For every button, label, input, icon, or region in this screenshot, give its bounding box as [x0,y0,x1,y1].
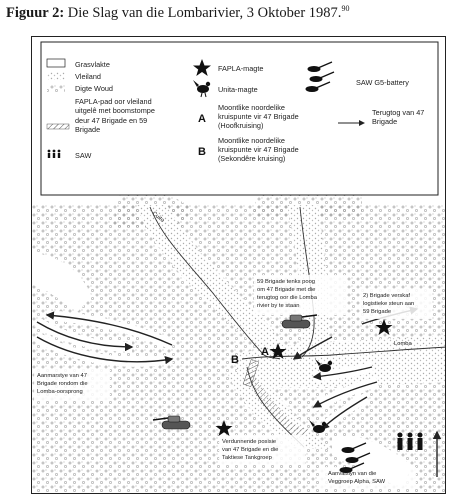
svg-text:59 Brigade tenks poog: 59 Brigade tenks poog [257,279,315,285]
saw-soldiers-icon [47,149,61,158]
label-point-b: B [231,354,239,366]
fapla-star-near-a [269,343,287,359]
label-point-a: A [261,346,269,358]
legend-box [40,41,439,196]
dense-forest-swatch [47,84,65,92]
svg-text:Veggroep Alpha, SAW: Veggroep Alpha, SAW [328,479,386,485]
legend-fapla-forces: FAPLA-magte [218,64,263,73]
svg-text:59 Brigade: 59 Brigade [363,309,391,315]
svg-text:Verdunnende posisie: Verdunnende posisie [222,439,276,445]
legend-crossing-b-2: kruispunte vir 47 Brigade [218,145,299,154]
caption-label: Figuur 2: [6,4,65,21]
svg-text:om 47 Brigade met die: om 47 Brigade met die [257,287,315,293]
note-sadf-attack-line: Aanvalslyn van die Veggroep Alpha, SAW [320,467,416,489]
caption-footnote: 90 [341,4,350,13]
fapla-path-swatch [46,123,70,130]
figure-caption: Figuur 2: Die Slag van die Lombarivier, … [6,4,450,22]
legend-dense-forest: Digte Woud [75,84,113,93]
legend-retreat-1: Terugtog van 47 [372,108,424,117]
svg-text:van 47 Brigade en die: van 47 Brigade en die [222,447,278,453]
fapla-star-east [375,319,393,335]
legend-crossing-a-3: (Hoofkruising) [218,121,263,130]
unita-rooster-icon [193,80,211,98]
floodplain-swatch [47,72,65,80]
legend-crossing-b-1: Moontlike noordelike [218,136,285,145]
legend-crossing-b-letter: B [198,146,206,158]
unita-rooster-map-2 [309,420,327,433]
legend-floodplain: Vleiland [75,72,101,81]
battle-map: Grasvlakte Vleiland Digte Woud FAPLA-pad… [31,36,446,494]
legend-grassland: Grasvlakte [75,60,110,69]
note-47-attack: Aanmarstye van 47 Brigade rondom die Lom… [34,369,110,401]
lomba-river [241,346,445,360]
svg-text:Lomba-oorsprong: Lomba-oorsprong [37,389,83,395]
cuito-river [149,206,281,360]
note-final-position: Verdunnende posisie van 47 Brigade en di… [219,435,305,465]
note-59-brigade: 59 Brigade tenks poog om 47 Brigade met … [254,275,346,315]
legend-crossing-b-3: (Sekondêre kruising) [218,154,285,163]
legend-fapla-path-4: Brigade [75,125,100,134]
label-lomba: Lomba [394,341,413,347]
svg-text:logistieke steun aan: logistieke steun aan [363,301,414,307]
g5-battery-map-icon [339,442,371,473]
svg-text:Taktiese Tankgroep: Taktiese Tankgroep [222,455,272,461]
fapla-star-icon [193,59,211,76]
svg-text:terugtog oor die Lomba: terugtog oor die Lomba [257,295,318,301]
note-logistics: 2) Brigade verskaf logistieke steun aan … [360,289,432,319]
caption-text: Die Slag van die Lombarivier, 3 Oktober … [67,4,342,21]
unita-rooster-map-1 [315,359,333,372]
legend-fapla-path-3: deur 47 Brigade en 59 [75,116,147,125]
saw-soldiers-map-icon [397,432,423,450]
tank-47-icon [152,415,191,430]
tank-59-icon [281,314,318,329]
legend-fapla-path-2: uitgelê met boomstompe [75,106,155,115]
svg-text:Aanvalslyn van die: Aanvalslyn van die [328,471,376,477]
fapla-star-south [215,420,233,436]
grassland-swatch [46,58,66,68]
legend-unita-forces: Unita-magte [218,85,258,94]
svg-text:rivier by te staan: rivier by te staan [257,303,300,309]
legend-crossing-a-2: kruispunte vir 47 Brigade [218,112,299,121]
fapla-route-hatch [250,375,312,439]
svg-text:Aanmarstye van 47: Aanmarstye van 47 [37,373,87,379]
svg-text:Brigade rondom die: Brigade rondom die [37,381,88,387]
map-canvas: Grasvlakte Vleiland Digte Woud FAPLA-pad… [32,41,445,493]
legend-crossing-a-letter: A [198,113,206,125]
legend-fapla-path-1: FAPLA-pad oor vleiland [75,97,152,106]
legend-retreat-2: Brigade [372,117,397,126]
legend-saw: SAW [75,151,91,160]
fapla-causeway [242,359,260,387]
legend-crossing-a-1: Moontlike noordelike [218,103,285,112]
g5-battery-icon [305,61,335,92]
legend-g5-battery: SAW G5-battery [356,78,409,87]
svg-text:2) Brigade verskaf: 2) Brigade verskaf [363,293,410,299]
